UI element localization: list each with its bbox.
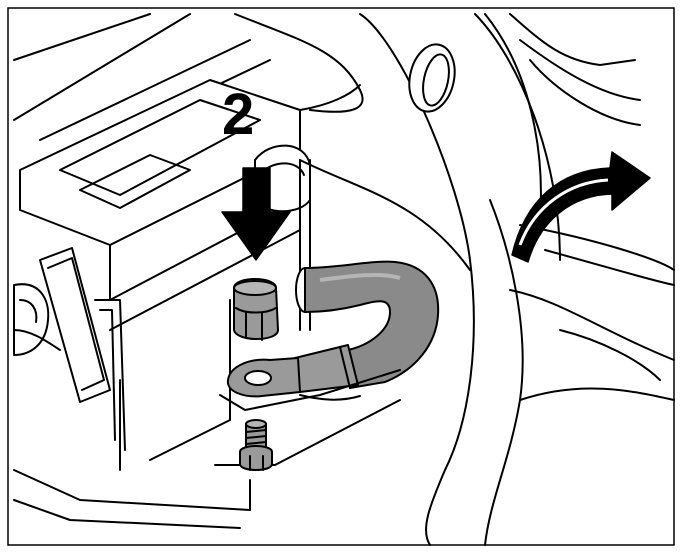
vehicle-body-panel xyxy=(234,13,675,546)
terminal-bolt xyxy=(239,419,273,471)
bolt-head xyxy=(239,445,273,471)
battery-cable xyxy=(226,260,440,398)
cable-sheath xyxy=(304,260,440,389)
curved-arrow-icon xyxy=(511,151,651,263)
terminal-nut xyxy=(233,278,280,341)
step-number: 2 xyxy=(222,82,254,147)
battery-handle xyxy=(13,247,126,451)
arrow-down-icon xyxy=(221,167,291,261)
